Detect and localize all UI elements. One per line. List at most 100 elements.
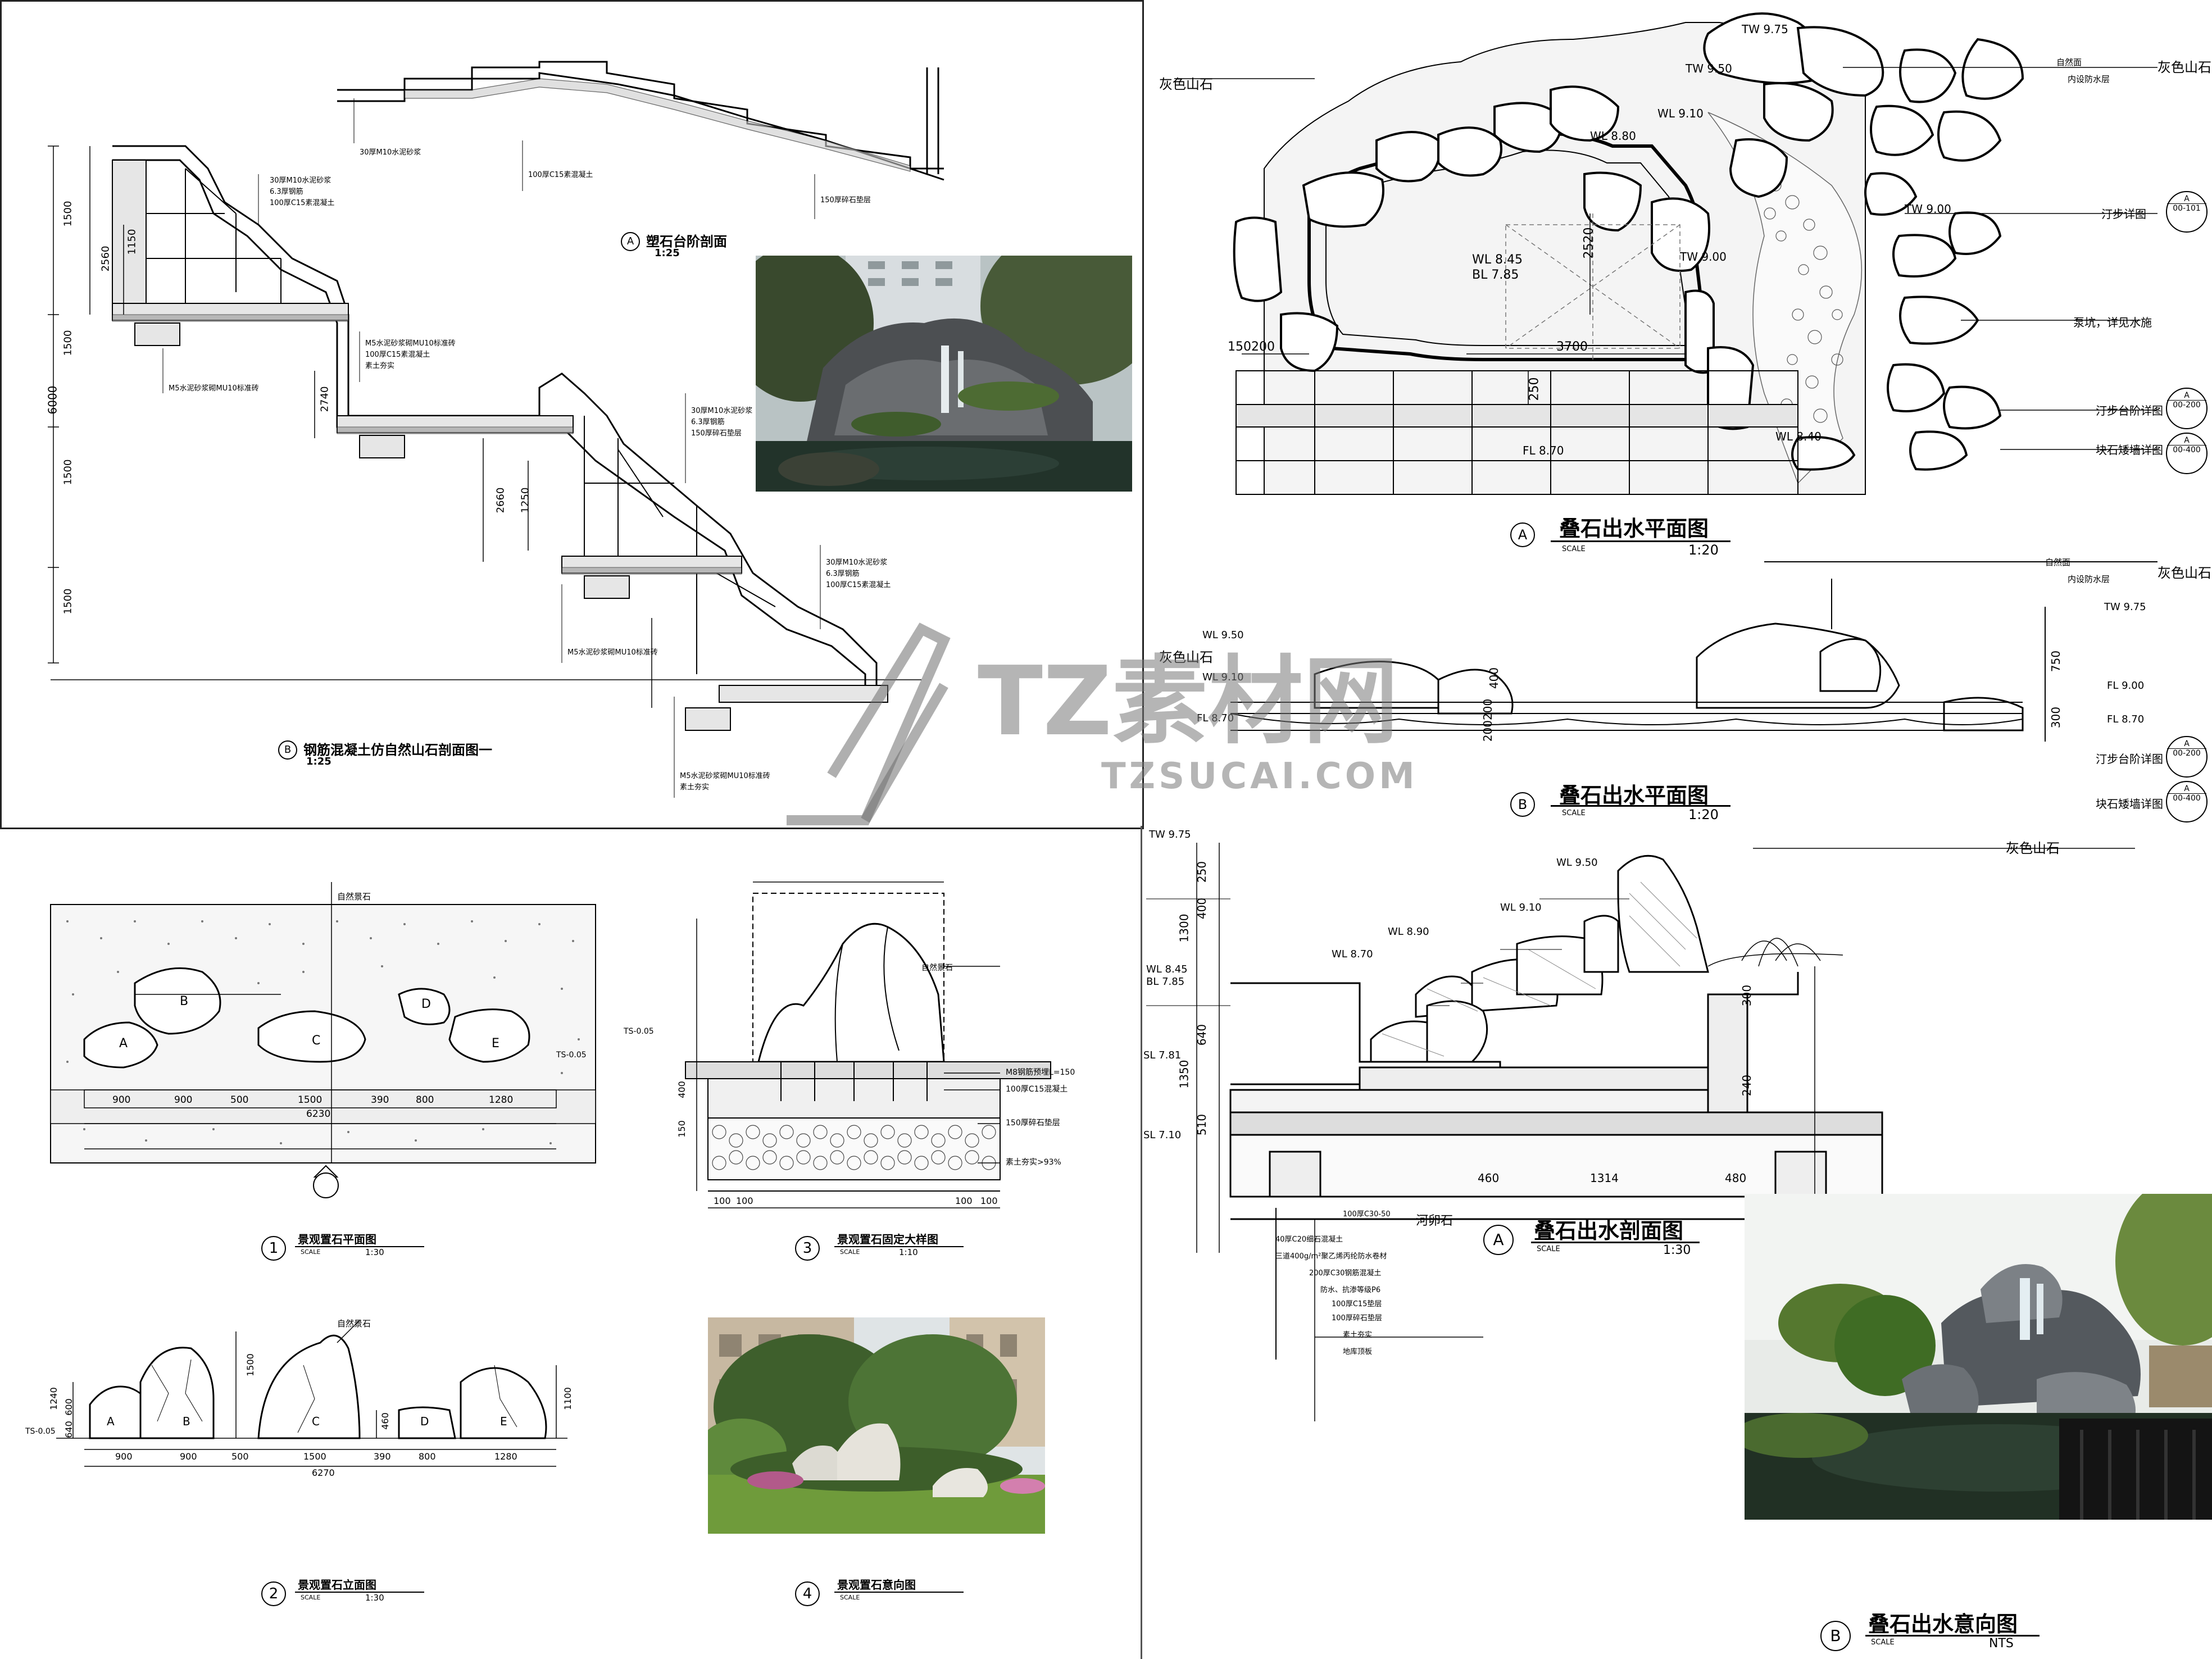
dim-text: 1500	[62, 330, 74, 356]
scale-label: SCALE	[840, 1248, 860, 1256]
label-step-detail: 汀步台阶详图	[2096, 404, 2163, 417]
dim-text: 1500	[62, 201, 74, 227]
fix-dim: 100	[955, 1196, 973, 1206]
level-label: WL 8.80	[1590, 129, 1636, 143]
plan-dim: 500	[230, 1094, 249, 1106]
dim-text: 1250	[519, 487, 532, 513]
level-label: WL 9.10	[1202, 671, 1244, 683]
fix-note: M8钢筋预埋L=150	[1006, 1068, 1075, 1077]
title-badge: A	[621, 232, 640, 251]
label-step-detail: 汀步台阶详图	[2096, 752, 2163, 766]
landscape-stone-photo	[708, 1317, 1045, 1534]
stone-label-c: C	[312, 1034, 321, 1048]
dim-label: 300	[2049, 706, 2063, 729]
stone-label-d: D	[421, 997, 431, 1011]
drawing-scale: 1:25	[655, 247, 680, 259]
scale-label: SCALE	[1562, 809, 1586, 817]
elev-dim: 1500	[303, 1451, 326, 1462]
plan-dim: 800	[416, 1094, 434, 1106]
layer-note: 40厚C20细石混凝土	[1275, 1235, 1343, 1244]
rockery-waterfall-photo	[756, 256, 1132, 492]
panel-divider-vertical	[1141, 826, 1142, 1659]
layer-note: 6.3厚钢筋	[826, 570, 860, 578]
section-dim: 400	[1195, 897, 1209, 920]
fix-dim: 100	[980, 1196, 998, 1206]
level-label: WL 9.50	[1202, 629, 1244, 641]
dim-text: 6000	[46, 385, 60, 415]
level-label: WL 8.90	[1388, 926, 1429, 938]
elev-dim: 390	[374, 1451, 391, 1462]
title-badge: A	[1483, 1225, 1514, 1255]
title-underline	[1551, 540, 1730, 542]
elev-dim: 900	[115, 1451, 133, 1462]
label-note: 内设防水层	[2068, 74, 2110, 84]
drawing-title: 景观置石平面图	[298, 1233, 376, 1246]
drawing-scale: 1:20	[1688, 807, 1719, 822]
section-dim: 1350	[1177, 1060, 1191, 1089]
label-note: 内设防水层	[2068, 574, 2110, 584]
fix-dim: 100	[714, 1196, 731, 1206]
label-grey-rock: 灰色山石	[1159, 76, 1213, 92]
plan-dim: 1500	[298, 1094, 323, 1106]
level-label: WL 8.70	[1332, 948, 1373, 960]
plan-dim: 900	[112, 1094, 131, 1106]
stone-label-a: A	[107, 1415, 115, 1428]
label-grey-rock: 灰色山石	[2158, 60, 2211, 75]
drawing-scale: NTS	[1989, 1637, 2014, 1651]
elev-height: 600	[63, 1398, 74, 1416]
level-label: TW 9.00	[1680, 250, 1727, 263]
level-label: SL 7.10	[1143, 1129, 1182, 1141]
level-label: WL 8.45	[1146, 963, 1188, 975]
dim-label: 150200	[1228, 340, 1275, 354]
label-grey-rock: 灰色山石	[2158, 565, 2211, 581]
layer-note: 地库顶板	[1343, 1348, 1373, 1356]
layer-note: 30厚M10水泥砂浆	[826, 558, 888, 567]
label-pebble: 河卵石	[1416, 1214, 1454, 1228]
elev-height: 640	[63, 1421, 74, 1438]
level-label: TW 9.00	[1905, 202, 1951, 216]
ts-level: TS-0.05	[25, 1427, 56, 1436]
label-grey-rock: 灰色山石	[1159, 649, 1213, 665]
drawing-scale: 1:20	[1688, 542, 1719, 558]
title-underline	[295, 1246, 424, 1247]
drawing-title: 叠石出水平面图	[1559, 783, 1709, 808]
level-label: TW 9.50	[1686, 62, 1732, 75]
level-label: FL 8.70	[2107, 713, 2145, 725]
drawing-title: 叠石出水剖面图	[1534, 1219, 1684, 1243]
dim-label: 3700	[1556, 340, 1588, 354]
level-label: BL 7.85	[1472, 268, 1519, 282]
stone-plan-drawing	[50, 881, 1051, 1467]
title-badge: B	[278, 740, 297, 760]
section-dim: 300	[1740, 984, 1754, 1007]
elev-height: 1500	[244, 1353, 256, 1376]
section-dim: 240	[1740, 1074, 1754, 1097]
elev-height: 1100	[562, 1387, 573, 1410]
drawing-scale: 1:10	[899, 1247, 918, 1257]
elev-dim: 900	[180, 1451, 197, 1462]
scale-label: SCALE	[301, 1248, 321, 1256]
dim-label: 2520	[1582, 227, 1596, 259]
stone-label-b: B	[183, 1415, 190, 1428]
elev-dim: 1280	[494, 1451, 517, 1462]
title-number: 1	[261, 1236, 286, 1261]
title-number: 2	[261, 1581, 286, 1606]
level-label: WL 8.40	[1775, 430, 1822, 443]
drawing-scale: 1:30	[365, 1593, 384, 1603]
fix-dim: 150	[676, 1120, 687, 1138]
section-dim: 480	[1725, 1171, 1747, 1185]
dim-label: 200200	[1481, 698, 1495, 742]
scale-label: SCALE	[1562, 545, 1586, 553]
ts-level: TS-0.05	[556, 1051, 587, 1060]
title-underline	[1531, 1242, 1700, 1243]
natural-stone-note: 自然景石	[337, 1319, 371, 1329]
rockery-intent-rendering	[1745, 1194, 2212, 1520]
title-underline	[1551, 805, 1730, 807]
elev-height: 1240	[48, 1387, 59, 1410]
drawing-title: 塑石台阶剖面	[646, 234, 727, 249]
label-note: 自然面	[2056, 57, 2082, 67]
level-label: TW 9.75	[1149, 829, 1191, 840]
plan-dim: 900	[174, 1094, 193, 1106]
